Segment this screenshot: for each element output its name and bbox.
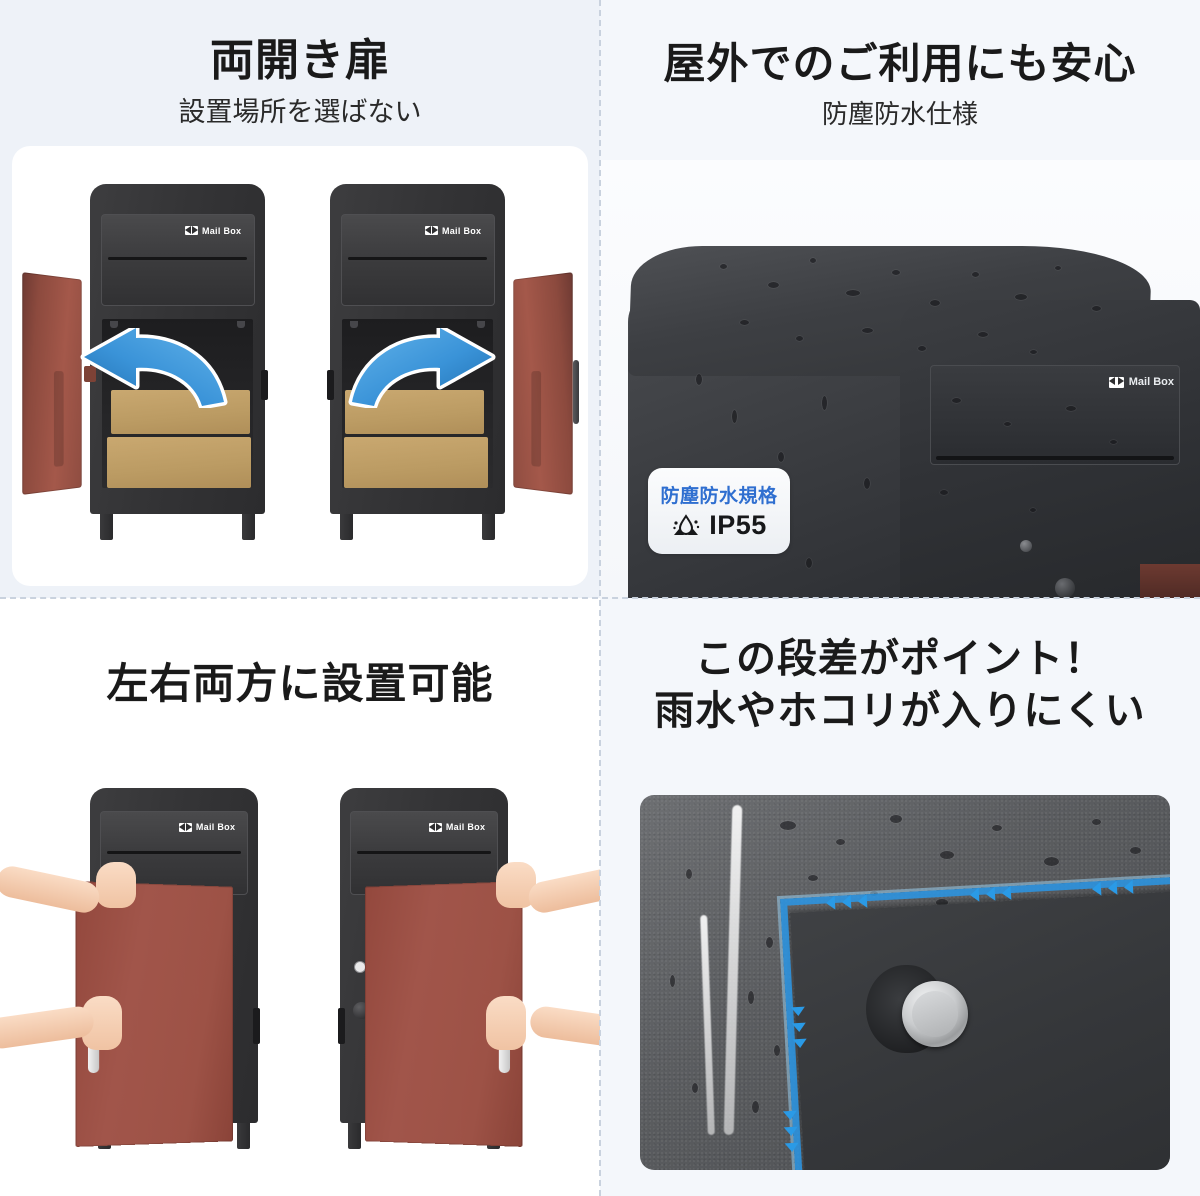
panel-left-right-mountable: 左右両方に設置可能 Mail Box xyxy=(0,598,600,1196)
closeup-photo-door-seal xyxy=(640,795,1170,1170)
arm-upper xyxy=(0,863,103,916)
mailbox-unit-door-right: Mail Box xyxy=(338,788,600,1149)
mail-slot-panel: Mail Box xyxy=(100,213,255,307)
top-right-heading: 屋外でのご利用にも安心 防塵防水仕様 xyxy=(600,40,1200,132)
bottom-left-heading: 左右両方に設置可能 xyxy=(0,660,600,708)
mail-box-label-text: Mail Box xyxy=(195,822,236,833)
inner-clip xyxy=(110,321,119,329)
waterdrop-dust-icon xyxy=(673,513,700,535)
arrow-open-right xyxy=(342,324,502,413)
mailbox-legs xyxy=(330,514,505,540)
panel-step-gap-detail: この段差がポイント！ 雨水やホコリが入りにくい xyxy=(600,598,1200,1196)
seal-chevrons-vertical xyxy=(782,1110,800,1153)
door-latch xyxy=(84,366,96,382)
mailbox-unit-right-open: Mail Box xyxy=(327,184,579,540)
left-curved-arrow-icon xyxy=(80,324,228,410)
door-handle xyxy=(573,360,579,424)
mail-box-label-text: Mail Box xyxy=(201,225,242,236)
mail-slot-panel: Mail Box xyxy=(340,213,495,307)
parcel-box-upper xyxy=(111,389,250,434)
leg xyxy=(340,514,353,540)
top-left-heading: 両開き扉 設置場所を選ばない xyxy=(0,36,600,130)
parcel-box-lower xyxy=(343,437,489,488)
parcel-box-lower xyxy=(106,437,252,488)
open-door-left xyxy=(22,272,82,495)
mail-slot-panel xyxy=(930,365,1180,465)
mail-slot-line xyxy=(107,257,248,261)
envelope-icon xyxy=(1108,376,1124,388)
page-title: 両開き扉 xyxy=(210,36,390,85)
door-hinge xyxy=(327,370,334,400)
product-photo-wet-mailbox: Mail Box xyxy=(600,160,1200,598)
inner-clip xyxy=(236,321,245,329)
leg xyxy=(242,514,255,540)
ip-rating-badge: 防塵防水規格 IP55 xyxy=(648,468,790,554)
mailbox-unit-door-left: Mail Box xyxy=(0,788,260,1149)
ip-badge-code: IP55 xyxy=(709,510,767,540)
mail-slot-line xyxy=(347,257,488,261)
panel-outdoor-waterproof: 屋外でのご利用にも安心 防塵防水仕様 Mail Box xyxy=(600,0,1200,598)
envelope-icon xyxy=(428,822,442,832)
mail-slot-panel: Mail Box xyxy=(350,811,498,896)
envelope-icon xyxy=(184,226,198,236)
inner-clip xyxy=(350,321,359,329)
mail-box-label: Mail Box xyxy=(424,225,482,236)
panel-double-opening-door: 両開き扉 設置場所を選ばない Mail Box xyxy=(0,0,600,598)
ip-badge-heading: 防塵防水規格 xyxy=(660,486,778,507)
mail-slot-line xyxy=(356,850,492,854)
seal-chevrons-vertical xyxy=(790,1006,808,1049)
mail-box-label: Mail Box xyxy=(184,225,242,236)
mail-box-label: Mail Box xyxy=(428,822,486,833)
page-title: 左右両方に設置可能 xyxy=(106,660,494,707)
page-subtitle: 防塵防水仕様 xyxy=(821,99,978,130)
leg xyxy=(348,1123,361,1149)
mailbox-legs xyxy=(90,514,265,540)
mail-box-label-text: Mail Box xyxy=(445,822,486,833)
hand-lower xyxy=(486,996,526,1050)
arrow-open-left xyxy=(74,324,234,413)
ip-badge-row: IP55 xyxy=(671,510,767,541)
leg xyxy=(237,1123,250,1149)
keyhole-icon xyxy=(355,962,366,973)
door-hinge xyxy=(261,370,268,400)
door-rail xyxy=(53,370,64,467)
mail-box-label-text: Mail Box xyxy=(441,225,482,236)
keyhole-icon xyxy=(1020,540,1032,552)
open-door-right xyxy=(513,272,573,495)
arm-upper xyxy=(525,863,600,916)
inner-clip xyxy=(476,321,485,329)
arm-lower xyxy=(528,1004,600,1051)
leg xyxy=(482,514,495,540)
page-title: この段差がポイント！ xyxy=(695,637,1105,681)
illustration-card: Mail Box xyxy=(12,146,588,586)
seal-chevrons-horizontal xyxy=(1091,879,1134,897)
mail-box-label: Mail Box xyxy=(178,822,236,833)
envelope-icon xyxy=(424,226,438,236)
seal-chevrons-horizontal xyxy=(825,893,868,911)
door-hinge xyxy=(253,1008,260,1044)
envelope-icon xyxy=(178,822,192,832)
door-hinge xyxy=(338,1008,345,1044)
lock-knob xyxy=(902,981,968,1047)
door-rail xyxy=(531,370,542,467)
bottom-right-heading: この段差がポイント！ 雨水やホコリが入りにくい xyxy=(600,636,1200,734)
door-seal-highlight xyxy=(780,874,1170,1170)
mail-box-label-text: Mail Box xyxy=(1128,376,1174,388)
page-title: 屋外でのご利用にも安心 xyxy=(663,40,1137,87)
knob-icon xyxy=(1055,578,1075,598)
leg xyxy=(100,514,113,540)
red-door-edge xyxy=(1140,564,1200,598)
page-subtitle: 設置場所を選ばない xyxy=(178,96,422,127)
page-title-second-line: 雨水やホコリが入りにくい xyxy=(654,689,1146,733)
right-curved-arrow-icon xyxy=(348,324,496,410)
mail-box-label: Mail Box xyxy=(1108,376,1174,388)
seal-chevrons-horizontal xyxy=(969,885,1012,903)
mail-slot-line xyxy=(936,456,1174,460)
horizontal-divider xyxy=(0,597,1200,599)
mail-slot-line xyxy=(106,850,242,854)
hand-upper xyxy=(96,862,136,908)
